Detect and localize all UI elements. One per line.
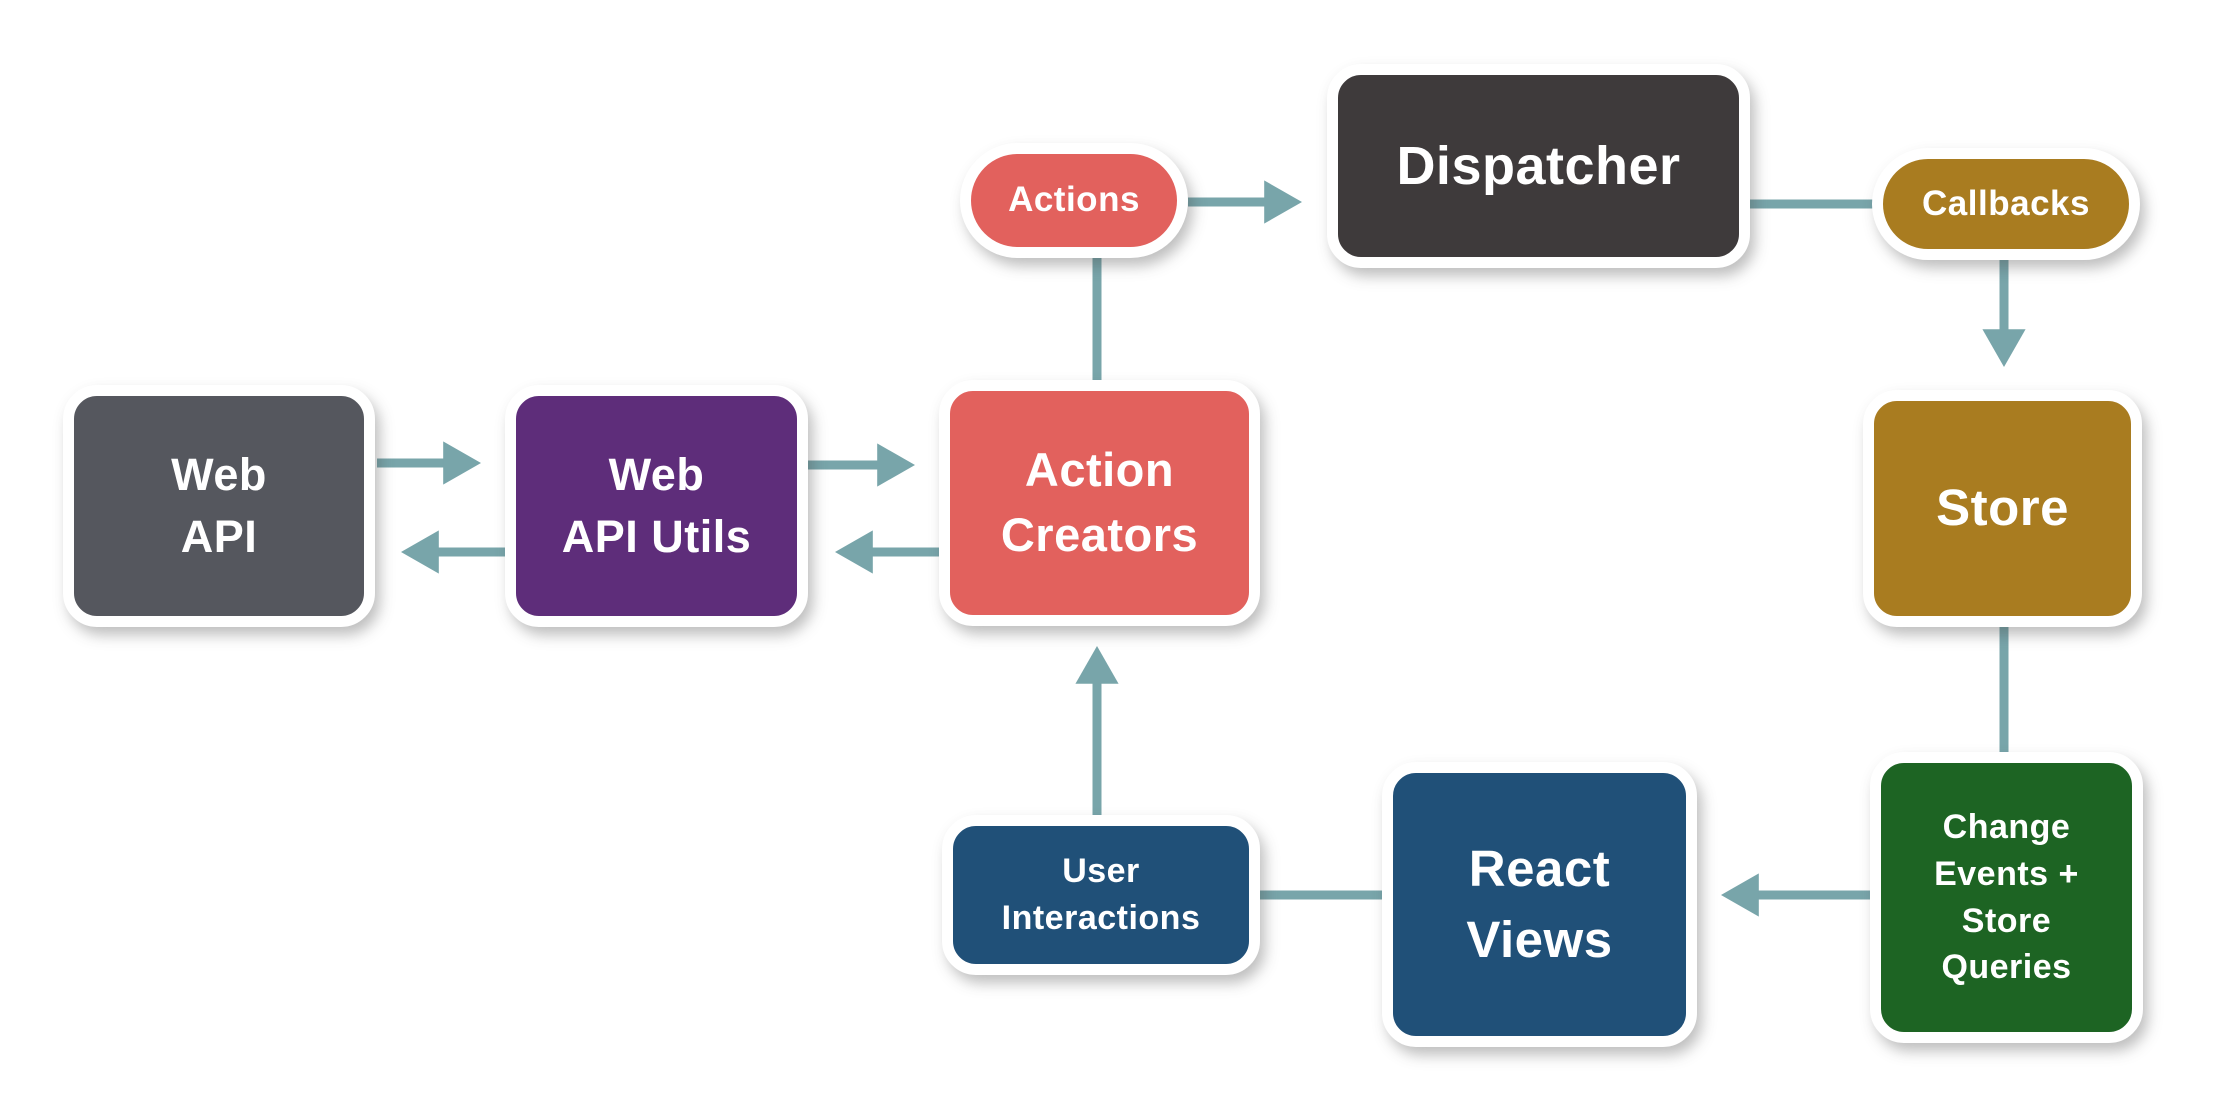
node-action-creators: Action Creators	[939, 380, 1260, 626]
node-web-api: Web API	[63, 385, 375, 627]
node-dispatcher-label: Dispatcher	[1396, 135, 1681, 196]
node-store: Store	[1863, 390, 2142, 627]
node-dispatcher: Dispatcher	[1327, 64, 1750, 268]
node-callbacks-label: Callbacks	[1922, 183, 2090, 223]
node-change-events-store-queries-label: Change Events + Store Queries	[1934, 807, 2079, 987]
node-web-api-utils: Web API Utils	[505, 385, 808, 627]
node-store-label: Store	[1936, 479, 2069, 537]
node-actions: Actions	[960, 143, 1188, 258]
node-callbacks: Callbacks	[1872, 148, 2140, 260]
node-change-events-store-queries: Change Events + Store Queries	[1870, 752, 2143, 1043]
node-user-interactions: User Interactions	[942, 815, 1260, 975]
node-web-api-label: Web API	[171, 448, 267, 562]
node-action-creators-label: Action Creators	[1000, 443, 1199, 561]
node-user-interactions-label: User Interactions	[1001, 852, 1201, 937]
node-actions-label: Actions	[1008, 180, 1140, 220]
node-web-api-utils-label: Web API Utils	[561, 448, 752, 562]
node-react-views: React Views	[1382, 762, 1697, 1047]
node-react-views-label: React Views	[1466, 840, 1613, 968]
